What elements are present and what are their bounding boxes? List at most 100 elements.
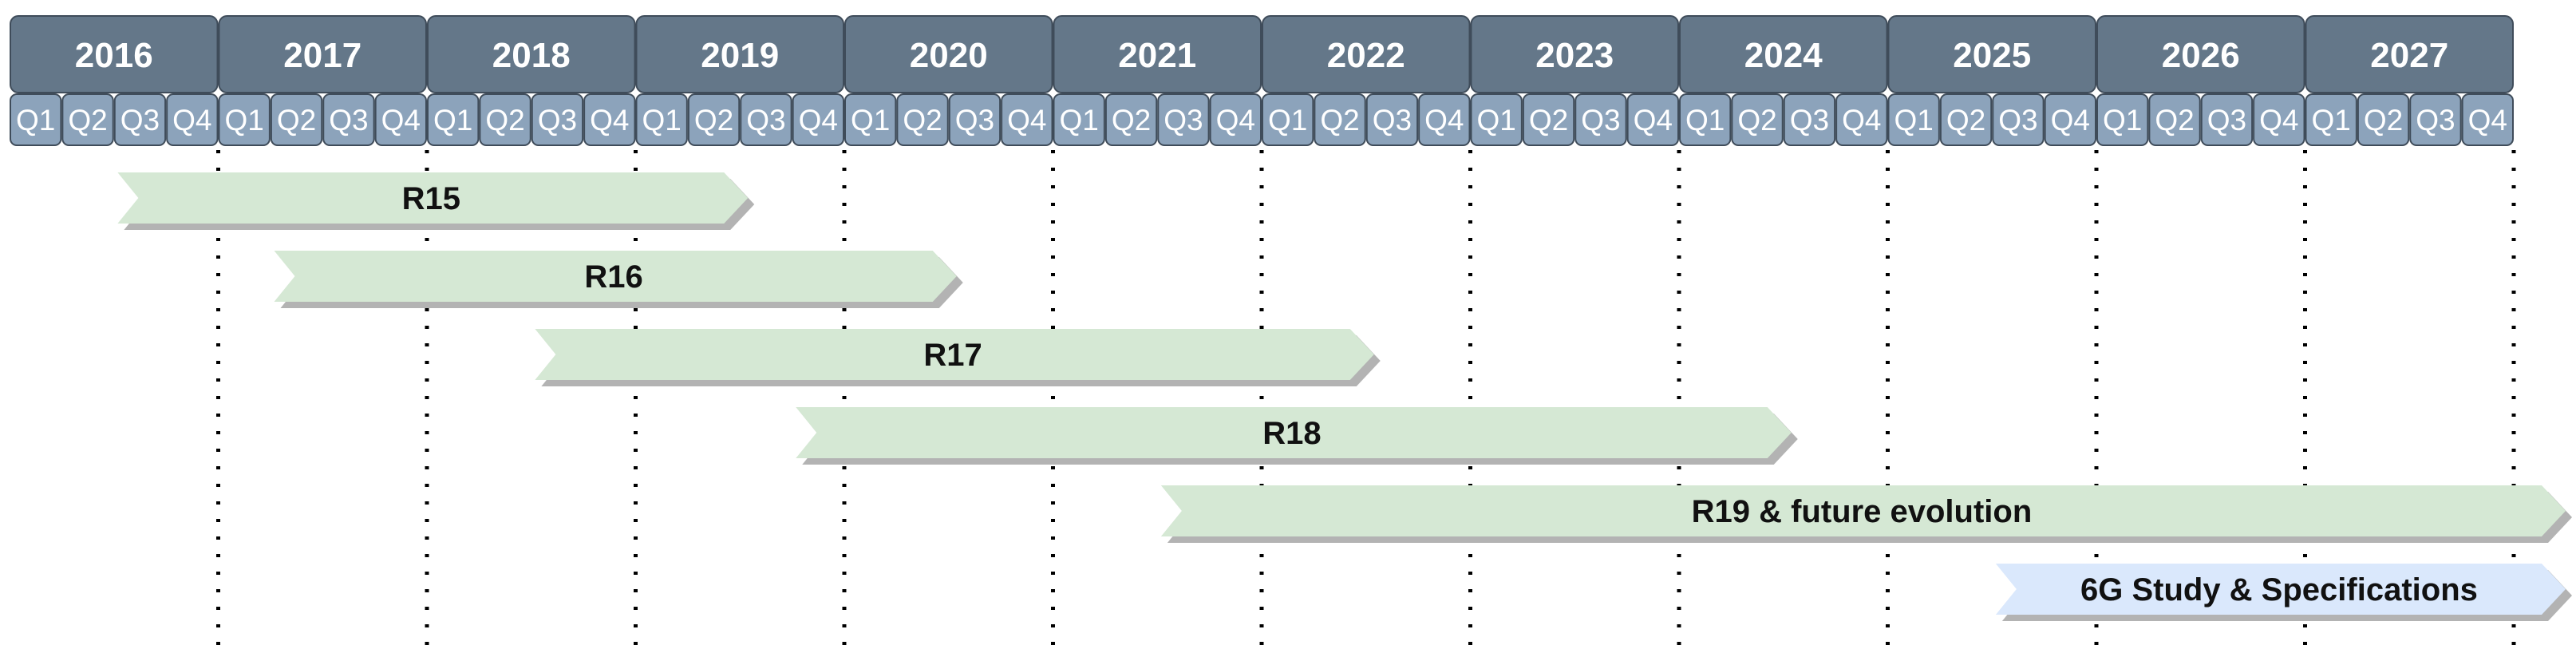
year-label: 2022: [1327, 36, 1405, 75]
quarter-label: Q1: [16, 104, 55, 137]
quarter-cell: [792, 93, 844, 146]
quarter-cell: [270, 93, 323, 146]
quarter-label: Q2: [903, 104, 942, 137]
quarter-cell: [61, 93, 114, 146]
quarter-label: Q2: [1529, 104, 1568, 137]
year-cell: [1887, 15, 2096, 93]
year-cell: [844, 15, 1053, 93]
year-cell: [218, 15, 427, 93]
quarter-label: Q3: [1581, 104, 1620, 137]
quarter-cell: [322, 93, 375, 146]
quarter-label: Q2: [68, 104, 107, 137]
year-label: 2018: [492, 36, 571, 75]
year-cell: [10, 15, 219, 93]
quarter-label: Q3: [2416, 104, 2455, 137]
quarter-label: Q2: [2364, 104, 2403, 137]
quarter-label: Q1: [642, 104, 682, 137]
quarter-label: Q4: [1842, 104, 1881, 137]
quarter-cell: [844, 93, 897, 146]
quarter-cell: [1626, 93, 1679, 146]
quarter-cell: [531, 93, 584, 146]
quarter-label: Q3: [955, 104, 994, 137]
year-label: 2024: [1744, 36, 1823, 75]
quarter-cell: [1157, 93, 1210, 146]
quarter-cell: [2096, 93, 2149, 146]
quarter-cell: [896, 93, 949, 146]
quarter-cell: [1262, 93, 1314, 146]
quarter-cell: [583, 93, 636, 146]
release-label: R19 & future evolution: [1692, 494, 2033, 529]
quarter-cell: [1418, 93, 1471, 146]
year-label: 2023: [1535, 36, 1614, 75]
release-bar: 6G Study & Specifications: [1995, 564, 2572, 621]
release-bar-shape: [796, 407, 1792, 458]
quarter-cell: [1835, 93, 1888, 146]
year-label: 2020: [910, 36, 988, 75]
quarter-label: Q1: [225, 104, 264, 137]
quarter-cell: [427, 93, 480, 146]
quarter-label: Q3: [329, 104, 368, 137]
quarter-label: Q4: [1007, 104, 1046, 137]
quarter-cell: [2148, 93, 2201, 146]
release-bar-shape: [274, 251, 957, 302]
quarter-cell: [2461, 93, 2514, 146]
quarter-label: Q1: [2312, 104, 2351, 137]
release-bar: R16: [274, 251, 963, 308]
year-cell: [427, 15, 636, 93]
quarter-cell: [1365, 93, 1419, 146]
quarter-label: Q3: [1790, 104, 1829, 137]
quarter-label: Q1: [1685, 104, 1725, 137]
year-cell: [1053, 15, 1262, 93]
quarter-cell: [1992, 93, 2045, 146]
quarter-label: Q2: [485, 104, 524, 137]
quarter-cell: [2409, 93, 2462, 146]
quarter-cell: [740, 93, 792, 146]
quarter-label: Q3: [538, 104, 577, 137]
quarter-label: Q4: [799, 104, 838, 137]
quarter-cell: [113, 93, 167, 146]
quarter-cell: [10, 93, 62, 146]
quarter-label: Q4: [2259, 104, 2298, 137]
year-cell: [1679, 15, 1888, 93]
year-cell: [2305, 15, 2514, 93]
year-cell: [635, 15, 844, 93]
quarter-cell: [1679, 93, 1732, 146]
quarter-label: Q2: [1946, 104, 1985, 137]
release-bar: R19 & future evolution: [1160, 485, 2572, 543]
quarter-cell: [1104, 93, 1158, 146]
quarter-label: Q4: [2051, 104, 2090, 137]
year-cell: [1470, 15, 1679, 93]
quarter-label: Q4: [1424, 104, 1464, 137]
quarter-cell: [687, 93, 741, 146]
quarter-cell: [1939, 93, 1993, 146]
year-cell: [1262, 15, 1471, 93]
quarter-cell: [218, 93, 271, 146]
quarter-label: Q2: [277, 104, 316, 137]
quarter-label: Q1: [433, 104, 472, 137]
quarter-label: Q4: [1634, 104, 1673, 137]
release-bar-shape: [117, 172, 749, 224]
quarter-cell: [1522, 93, 1575, 146]
quarter-label: Q2: [1112, 104, 1151, 137]
quarter-label: Q3: [746, 104, 785, 137]
release-label: R16: [584, 259, 642, 295]
quarter-cell: [1314, 93, 1366, 146]
quarter-label: Q2: [1737, 104, 1776, 137]
quarter-label: Q1: [1894, 104, 1934, 137]
quarter-label: Q4: [381, 104, 421, 137]
year-label: 2027: [2370, 36, 2448, 75]
year-label: 2021: [1118, 36, 1196, 75]
release-label: R17: [923, 338, 982, 373]
release-bar: R18: [796, 407, 1798, 465]
quarter-cell: [1209, 93, 1262, 146]
quarter-cell: [479, 93, 531, 146]
quarter-cell: [166, 93, 219, 146]
quarter-cell: [2305, 93, 2357, 146]
quarter-cell: [1574, 93, 1627, 146]
quarter-cell: [1001, 93, 1053, 146]
release-bar: R17: [535, 329, 1381, 386]
quarter-cell: [635, 93, 688, 146]
year-label: 2016: [75, 36, 153, 75]
